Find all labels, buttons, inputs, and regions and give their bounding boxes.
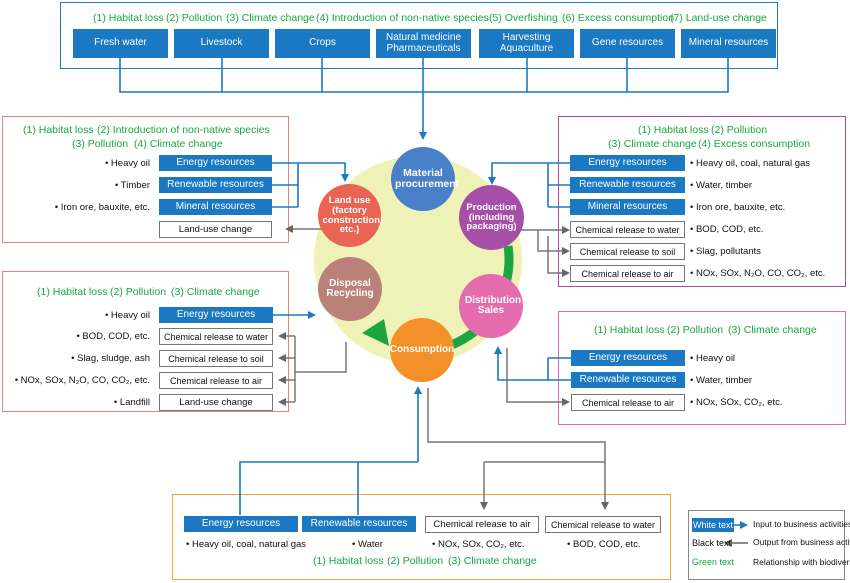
land-mineral-resources: Mineral resources — [159, 199, 272, 215]
land-use-change-output: Land-use change — [159, 221, 272, 238]
cons-output-detail: • NOx, SOx, CO₂, etc. — [432, 539, 525, 550]
dist-energy-resources: Energy resources — [571, 350, 685, 366]
disposal-circle: Disposal Recycling — [318, 257, 382, 321]
top-relationship: (4) Introduction of non-native species — [316, 12, 489, 24]
top-relationship: (1) Habitat loss — [93, 12, 164, 24]
cons-renewable-resources: Renewable resources — [302, 516, 416, 532]
production-circle: Production (including packaging) — [459, 185, 524, 250]
disp-chemical-water: Chemical release to water — [159, 328, 273, 345]
disp-chemical-soil: Chemical release to soil — [159, 350, 273, 367]
disp-input-detail: • Heavy oil — [104, 310, 150, 321]
cons-input-detail: • Heavy oil, coal, natural gas — [186, 539, 307, 550]
land-renewable-resources: Renewable resources — [159, 177, 272, 193]
disp-output-detail: • NOx, SOx, N₂O, CO, CO₂, etc. — [14, 375, 150, 386]
cons-chemical-water: Chemical release to water — [545, 516, 661, 533]
dist-chemical-air: Chemical release to air — [571, 394, 685, 411]
land-relationship: (1) Habitat loss — [23, 124, 94, 136]
land-input-detail: • Iron ore, bauxite, etc. — [54, 202, 150, 213]
prod-chemical-air: Chemical release to air — [570, 265, 685, 282]
top-relationship: (3) Climate change — [226, 12, 315, 24]
dist-relationship: (2) Pollution — [667, 324, 724, 336]
prod-chemical-water: Chemical release to water — [570, 221, 685, 238]
land-use-label: Land use (factory construction, etc.) — [322, 194, 383, 236]
resource-livestock: Livestock — [174, 29, 269, 58]
cons-relationship: (2) Pollution — [387, 555, 444, 567]
prod-relationship: (1) Habitat loss — [638, 124, 709, 136]
disp-relationship: (2) Pollution — [110, 286, 167, 298]
prod-output-detail: • BOD, COD, etc. — [690, 224, 764, 235]
disp-energy-resources: Energy resources — [159, 307, 273, 323]
legend-output-desc: Output from business activities — [753, 537, 850, 547]
legend-relationship-desc: Relationship with biodiversity — [753, 557, 850, 567]
cons-relationship: (1) Habitat loss — [313, 555, 384, 567]
disp-output-detail: • BOD, COD, etc. — [76, 331, 150, 342]
prod-input-detail: • Water, timber — [690, 180, 753, 191]
prod-input-detail: • Heavy oil, coal, natural gas — [690, 158, 811, 169]
prod-input-detail: • Iron ore, bauxite, etc. — [690, 202, 786, 213]
legend-green-text: Green text — [692, 557, 735, 567]
top-relationship: (7) Land-use change — [670, 12, 767, 24]
cons-energy-resources: Energy resources — [184, 516, 298, 532]
cycle-arrow-head — [362, 319, 389, 346]
consumption-label: Consumption — [389, 343, 455, 355]
prod-relationship: (2) Pollution — [711, 124, 768, 136]
prod-relationship: (3) Climate change — [608, 138, 697, 150]
dist-relationship: (1) Habitat loss — [594, 324, 665, 336]
resource-natural-medicine: Natural medicine Pharmaceuticals — [376, 29, 471, 58]
top-relationship: (6) Excess consumption — [562, 12, 675, 24]
cons-input-detail: • Water — [352, 539, 383, 550]
legend-white-text: White text — [692, 518, 734, 532]
dist-input-detail: • Water, timber — [690, 375, 753, 386]
disp-output-detail: • Slag, sludge, ash — [71, 353, 150, 364]
prod-output-detail: • NOx, SOx, N₂O, CO, CO₂, etc. — [690, 268, 826, 279]
land-relationship: (3) Pollution — [72, 138, 129, 150]
resource-harvesting: Harvesting Aquaculture — [479, 29, 574, 58]
land-relationship: (4) Climate change — [134, 138, 223, 150]
prod-relationship: (4) Excess consumption — [698, 138, 811, 150]
prod-chemical-soil: Chemical release to soil — [570, 243, 685, 260]
disposal-label: Disposal Recycling — [326, 277, 374, 299]
land-energy-resources: Energy resources — [159, 155, 272, 171]
production-label: Production (including packaging) — [466, 201, 517, 233]
dist-relationship: (3) Climate change — [728, 324, 817, 336]
disp-chemical-air: Chemical release to air — [159, 372, 273, 389]
distribution-circle: Distribution Sales — [459, 274, 523, 338]
disp-output-detail: • Landfill — [113, 397, 150, 408]
distribution-label: Distribution Sales — [465, 294, 522, 316]
material-procurement-circle: Material procurement — [391, 147, 460, 211]
prod-renewable-resources: Renewable resources — [570, 177, 685, 193]
land-input-detail: • Heavy oil — [104, 158, 150, 169]
disp-land-use-change: Land-use change — [159, 394, 273, 411]
resource-gene: Gene resources — [580, 29, 675, 58]
legend-black-text: Black text — [692, 538, 732, 548]
land-input-detail: • Timber — [115, 180, 150, 191]
cons-output-detail: • BOD, COD, etc. — [567, 539, 641, 550]
resource-mineral: Mineral resources — [681, 29, 776, 58]
prod-mineral-resources: Mineral resources — [570, 199, 685, 215]
prod-output-detail: • Slag, pollutants — [690, 246, 761, 257]
dist-output-detail: • NOx, SOx, CO₂, etc. — [690, 397, 783, 408]
top-relationship: (2) Pollution — [166, 12, 223, 24]
material-procurement-label: Material procurement — [395, 166, 460, 190]
legend-input-desc: Input to business activities — [753, 519, 850, 529]
resource-fresh-water: Fresh water — [73, 29, 168, 58]
disp-relationship: (3) Climate change — [171, 286, 260, 298]
disp-relationship: (1) Habitat loss — [37, 286, 108, 298]
consumption-panel — [172, 494, 671, 580]
prod-energy-resources: Energy resources — [570, 155, 685, 171]
land-relationship: (2) Introduction of non-native species — [97, 124, 270, 136]
top-relationship: (5) Overfishing — [489, 12, 558, 24]
dist-input-detail: • Heavy oil — [690, 353, 736, 364]
land-use-circle: Land use (factory construction, etc.) — [318, 184, 383, 247]
consumption-circle: Consumption — [390, 318, 454, 382]
cons-chemical-air: Chemical release to air — [425, 516, 539, 533]
resource-crops: Crops — [275, 29, 370, 58]
dist-renewable-resources: Renewable resources — [571, 372, 685, 388]
cons-relationship: (3) Climate change — [448, 555, 537, 567]
